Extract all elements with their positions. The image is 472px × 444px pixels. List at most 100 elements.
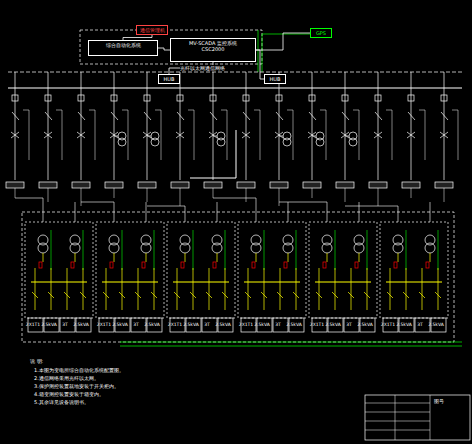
circle-stroke (38, 243, 48, 253)
circle-stroke (141, 243, 151, 253)
rect-stroke (167, 222, 235, 318)
rect-stroke (12, 95, 18, 101)
circle-stroke (251, 243, 261, 253)
line-stroke (29, 110, 30, 160)
box-text: HUB (267, 76, 283, 82)
line-stroke (147, 72, 148, 88)
rect-stroke (309, 95, 315, 101)
line-stroke (44, 132, 52, 138)
rect-stroke (138, 182, 156, 188)
line-stroke (256, 198, 257, 222)
line-stroke (43, 253, 44, 262)
line-stroke (77, 132, 85, 138)
line-stroke (345, 72, 346, 88)
circle-stroke (217, 138, 225, 146)
line-stroke (161, 110, 162, 160)
circle-stroke (425, 235, 435, 245)
rect-stroke (237, 182, 255, 188)
line-stroke (312, 188, 313, 198)
rect-stroke (369, 182, 387, 188)
line-stroke (174, 292, 180, 298)
line-stroke (122, 268, 123, 310)
rect-stroke (243, 95, 249, 101)
line-stroke (419, 292, 425, 298)
line-stroke (332, 292, 338, 298)
line-stroke (296, 268, 297, 310)
line-stroke (185, 206, 186, 222)
line-stroke (209, 268, 210, 310)
line-stroke (287, 110, 293, 111)
circle-stroke (393, 235, 403, 245)
drawing-label: 2X1T1 (97, 322, 111, 328)
circle-stroke (118, 138, 126, 146)
line-stroke (296, 230, 297, 270)
circle-stroke (316, 138, 324, 146)
rect-stroke (105, 182, 123, 188)
drawing-label: 2.5kVA (183, 322, 199, 328)
line-stroke (32, 292, 38, 298)
circle-stroke (283, 138, 291, 146)
line-stroke (81, 202, 114, 203)
rect-stroke (342, 95, 348, 101)
line-stroke (378, 188, 379, 206)
drawing-label: 说 明: (30, 358, 43, 364)
line-stroke (146, 253, 147, 262)
line-stroke (206, 292, 212, 298)
circle-stroke (38, 235, 48, 245)
drawing-label: 2.5kVA (325, 322, 341, 328)
line-stroke (386, 282, 442, 283)
drawing-label: 3T (133, 322, 139, 328)
line-stroke (236, 130, 237, 178)
line-stroke (95, 110, 96, 160)
line-stroke (378, 88, 379, 180)
line-stroke (353, 110, 359, 111)
line-stroke (243, 112, 250, 120)
line-stroke (279, 88, 280, 180)
circle-stroke (70, 235, 80, 245)
drawing-label: 2.5kVA (112, 322, 128, 328)
line-stroke (264, 230, 265, 270)
circle-stroke (354, 243, 364, 253)
line-stroke (403, 292, 409, 298)
line-stroke (293, 110, 294, 160)
box-text: CSC2000 (173, 46, 253, 52)
rect-stroke (80, 30, 262, 64)
rect-stroke (96, 222, 164, 318)
line-stroke (114, 72, 115, 88)
line-stroke (128, 110, 129, 160)
line-stroke (390, 268, 391, 310)
circle-stroke (109, 243, 119, 253)
box-text: 通信管理机 (139, 27, 165, 33)
line-stroke (177, 268, 178, 310)
line-stroke (193, 268, 194, 310)
line-stroke (430, 395, 431, 440)
circle-stroke (180, 243, 190, 253)
drawing-label: 图号 (434, 398, 444, 404)
rect-stroke (202, 318, 217, 332)
line-stroke (122, 230, 123, 270)
rect-stroke (365, 395, 470, 440)
line-stroke (312, 136, 316, 137)
drawing-label: 3T (204, 322, 210, 328)
rect-stroke (45, 95, 51, 101)
drawing-label: 3.保护测控装置就地安装于开关柜内。 (34, 383, 119, 389)
line-stroke (12, 112, 19, 120)
line-stroke (440, 132, 448, 138)
comm-link (256, 33, 310, 50)
rect-stroke (177, 95, 183, 101)
line-stroke (279, 188, 280, 206)
line-stroke (374, 132, 382, 138)
rect-stroke (441, 95, 447, 101)
line-stroke (31, 282, 87, 283)
line-stroke (217, 253, 218, 262)
line-stroke (406, 230, 407, 270)
line-stroke (78, 112, 85, 120)
line-stroke (246, 188, 247, 202)
line-stroke (110, 132, 118, 138)
rect-stroke (435, 182, 453, 188)
line-stroke (62, 110, 63, 160)
line-stroke (11, 132, 19, 138)
line-stroke (114, 136, 118, 137)
drawing-label: 2X1T1 (26, 322, 40, 328)
rect-stroke (22, 212, 454, 342)
